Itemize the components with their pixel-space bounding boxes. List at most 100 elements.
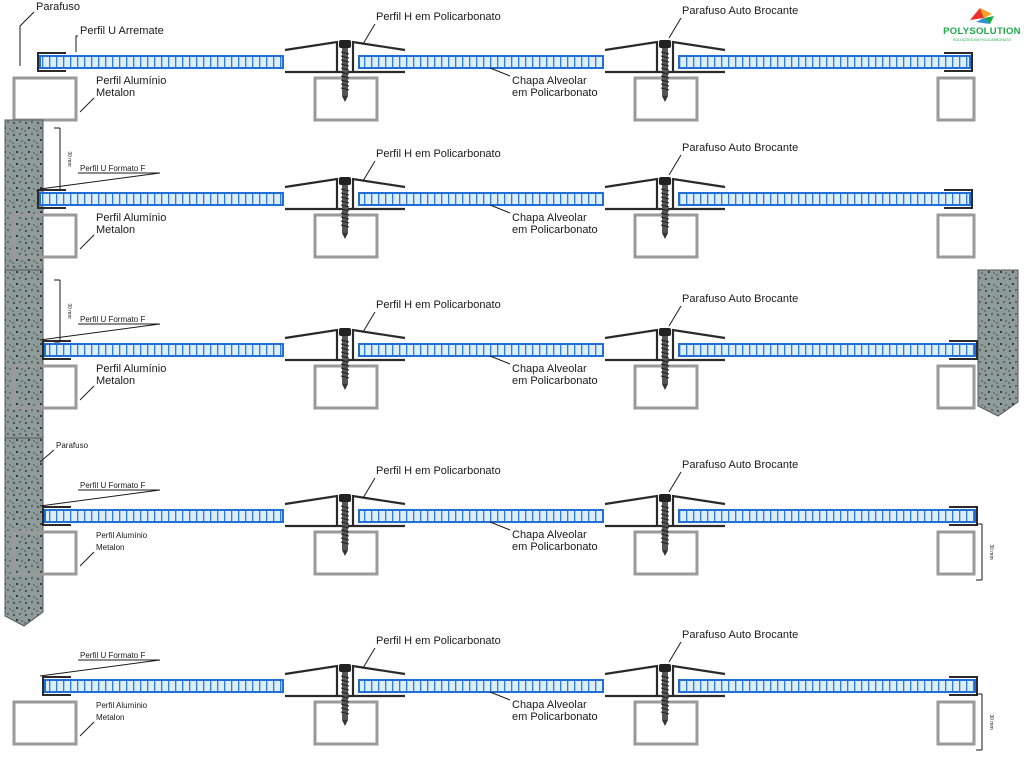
polycarbonate-panel bbox=[44, 509, 284, 523]
screw-thread bbox=[660, 55, 670, 59]
screw-tip bbox=[342, 96, 348, 102]
leader-line bbox=[79, 234, 95, 250]
u-profile bbox=[37, 189, 66, 209]
panel-cells bbox=[40, 193, 283, 205]
polycarbonate-panel bbox=[358, 509, 604, 523]
polycarbonate-panel bbox=[44, 679, 284, 693]
screw-thread bbox=[660, 204, 670, 208]
leader-line bbox=[489, 67, 511, 77]
screw-thread bbox=[340, 683, 350, 687]
screw-thread bbox=[660, 691, 670, 695]
screw-shank bbox=[662, 672, 668, 720]
h-profile-upper-left bbox=[604, 664, 659, 680]
h-profile-upper-left bbox=[604, 40, 659, 56]
screw-thread bbox=[660, 343, 670, 347]
screw-thread bbox=[660, 517, 670, 521]
screw-thread bbox=[660, 51, 670, 55]
screw-thread bbox=[660, 683, 670, 687]
screw-thread bbox=[340, 679, 350, 683]
screw-thread bbox=[660, 371, 670, 375]
h-profile-upper-right bbox=[351, 494, 406, 510]
screw-thread bbox=[340, 517, 350, 521]
h-profile-web bbox=[335, 56, 355, 72]
h-profile-upper-left bbox=[604, 328, 659, 344]
label-perfil_u_formato_f: Perfil U Formato F bbox=[80, 164, 145, 173]
u-profile bbox=[42, 506, 71, 526]
screw-thread bbox=[340, 525, 350, 529]
screw-thread bbox=[340, 339, 350, 343]
screw-thread bbox=[660, 375, 670, 379]
panel-cells bbox=[359, 510, 603, 522]
metalon-outline bbox=[936, 364, 976, 410]
screw-thread bbox=[340, 367, 350, 371]
screw-thread bbox=[660, 537, 670, 541]
screw-thread bbox=[340, 83, 350, 87]
label-chapa_2: em Policarbonato bbox=[512, 87, 598, 99]
polycarbonate-panel bbox=[678, 192, 971, 206]
screw-thread bbox=[340, 216, 350, 220]
u-profile bbox=[949, 676, 978, 696]
screw-thread bbox=[340, 699, 350, 703]
panel-cells bbox=[45, 510, 283, 522]
label-dimension: 30 mm bbox=[66, 151, 72, 166]
label-parafuso_auto_brocante: Parafuso Auto Brocante bbox=[682, 629, 798, 641]
brand-logo: POLYSOLUTION SOLUÇÕES EM POLICARBONATO bbox=[940, 4, 1024, 44]
panel-cells bbox=[359, 344, 603, 356]
self-drilling-screw-icon bbox=[659, 177, 671, 239]
screw-thread bbox=[340, 79, 350, 83]
leader-line bbox=[362, 477, 376, 499]
screw-tip bbox=[662, 550, 668, 556]
panel-outline bbox=[358, 343, 604, 357]
panel-cells bbox=[679, 680, 975, 692]
screw-thread bbox=[660, 196, 670, 200]
screw-head bbox=[659, 177, 671, 185]
leader-line bbox=[39, 323, 161, 341]
screw-thread bbox=[660, 509, 670, 513]
leader-line bbox=[75, 35, 78, 52]
screw-thread bbox=[340, 204, 350, 208]
leader-line bbox=[489, 521, 511, 531]
screw-thread bbox=[660, 212, 670, 216]
screw-head bbox=[339, 328, 351, 336]
screw-thread bbox=[660, 59, 670, 63]
screw-thread bbox=[340, 711, 350, 715]
h-profile-web bbox=[655, 56, 675, 72]
logo-leaf-icon bbox=[970, 8, 994, 24]
metalon-outline bbox=[936, 76, 976, 122]
metalon-tube bbox=[936, 364, 976, 410]
leader-line bbox=[39, 659, 161, 677]
screw-thread bbox=[340, 529, 350, 533]
h-profile-web bbox=[335, 510, 355, 526]
label-chapa_2: em Policarbonato bbox=[512, 541, 598, 553]
u-profile-outline bbox=[949, 340, 978, 360]
self-drilling-screw-icon bbox=[339, 494, 351, 556]
screw-thread bbox=[660, 699, 670, 703]
brand-name: POLYSOLUTION bbox=[943, 26, 1021, 37]
screw-thread bbox=[660, 351, 670, 355]
screw-thread bbox=[340, 59, 350, 63]
leader-line bbox=[39, 449, 55, 463]
label-metalon: Metalon bbox=[96, 375, 135, 387]
screw-thread bbox=[340, 707, 350, 711]
metalon-outline bbox=[12, 530, 78, 576]
polycarbonate-panel bbox=[678, 509, 976, 523]
label-chapa_1: Chapa Alveolar bbox=[512, 699, 587, 711]
panel-outline bbox=[39, 192, 284, 206]
screw-thread bbox=[340, 375, 350, 379]
h-profile-web bbox=[335, 193, 355, 209]
screw-thread bbox=[660, 707, 670, 711]
screw-head bbox=[339, 177, 351, 185]
screw-thread bbox=[660, 513, 670, 517]
panel-cells bbox=[359, 680, 603, 692]
screw-thread bbox=[660, 63, 670, 67]
h-profile-upper-left bbox=[284, 328, 339, 344]
screw-shank bbox=[342, 502, 348, 550]
panel-outline bbox=[358, 55, 604, 69]
screw-thread bbox=[660, 679, 670, 683]
screw-shank bbox=[342, 336, 348, 384]
screw-thread bbox=[340, 351, 350, 355]
h-profile-web bbox=[655, 193, 675, 209]
